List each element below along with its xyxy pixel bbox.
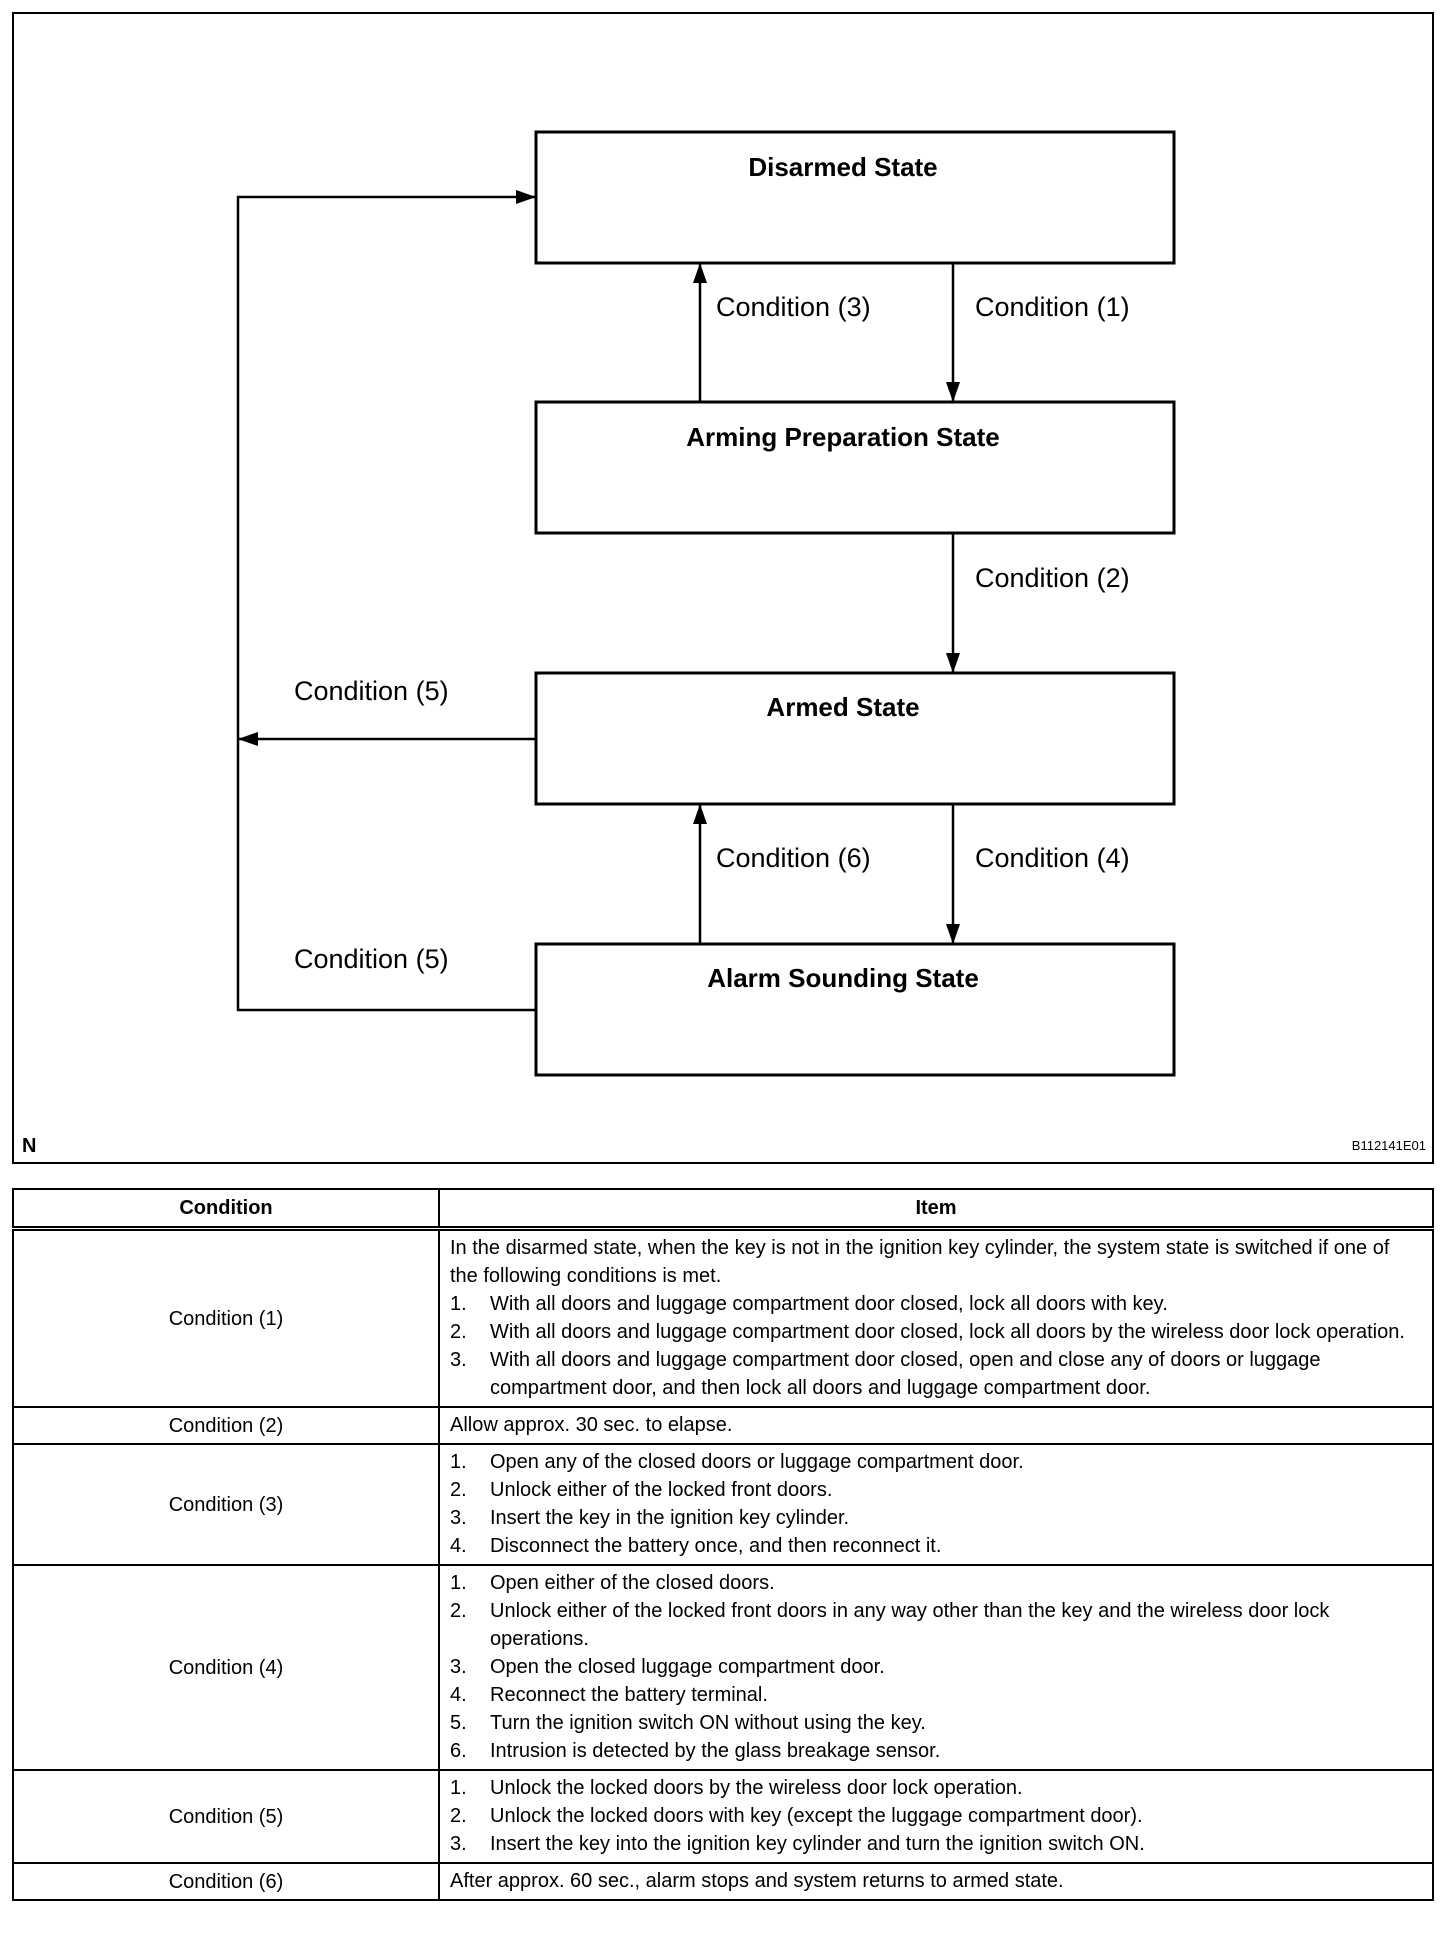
label-condition-5-alarm: Condition (5): [294, 944, 449, 974]
figure-id: B112141E01: [1351, 1138, 1426, 1153]
list-item-number: 3.: [450, 1656, 467, 1678]
list-item-text: Open either of the closed doors.: [490, 1572, 775, 1594]
list-item-text: With all doors and luggage compartment d…: [490, 1321, 1405, 1343]
condition-cell: Condition (1): [12, 1227, 440, 1408]
list-item-text: With all doors and luggage compartment d…: [490, 1293, 1168, 1315]
list-item-text: Unlock the locked doors with key (except…: [490, 1805, 1143, 1827]
alarm-sounding-state-title: Alarm Sounding State: [707, 963, 979, 993]
list-item: 2. Unlock either of the locked front door…: [450, 1476, 1422, 1504]
conditions-table-body: Condition (1)In the disarmed state, when…: [12, 1227, 1434, 1901]
item-intro-text: In the disarmed state, when the key is n…: [450, 1237, 1390, 1287]
list-item: 1. Open any of the closed doors or luggag…: [450, 1448, 1422, 1476]
list-item-number: 3.: [450, 1833, 467, 1855]
item-intro-text: After approx. 60 sec., alarm stops and s…: [450, 1870, 1064, 1892]
list-item-number: 1.: [450, 1572, 467, 1594]
armed-state-title: Armed State: [766, 692, 919, 722]
list-item-number: 5.: [450, 1712, 467, 1734]
list-item-text: Intrusion is detected by the glass break…: [490, 1740, 941, 1762]
list-item-text: Disconnect the battery once, and then re…: [490, 1535, 942, 1557]
list-item: 5. Turn the ignition switch ON without us…: [450, 1709, 1422, 1737]
list-item: 3. Open the closed luggage compartment do…: [450, 1653, 1422, 1681]
table-row: Condition (3) 1. Open any of the closed do…: [12, 1443, 1434, 1566]
label-condition-4: Condition (4): [975, 843, 1130, 873]
header-item: Item: [438, 1188, 1434, 1231]
item-cell: 1. Unlock the locked doors by the wireles…: [438, 1769, 1434, 1864]
condition-cell: Condition (4): [12, 1564, 440, 1771]
list-item-text: Open any of the closed doors or luggage …: [490, 1451, 1024, 1473]
item-list: 1. Open any of the closed doors or luggag…: [450, 1448, 1422, 1560]
list-item-text: Turn the ignition switch ON without usin…: [490, 1712, 926, 1734]
table-header-row: Condition Item: [12, 1188, 1434, 1231]
list-item: 1. With all doors and luggage compartment…: [450, 1290, 1422, 1318]
list-item-text: With all doors and luggage compartment d…: [490, 1349, 1321, 1399]
item-cell: In the disarmed state, when the key is n…: [438, 1227, 1434, 1408]
header-condition: Condition: [12, 1188, 440, 1231]
list-item-number: 3.: [450, 1349, 467, 1371]
label-condition-3: Condition (3): [716, 292, 871, 322]
arrow-condition-5-return-path: [236, 190, 536, 1012]
table-row: Condition (2) Allow approx. 30 sec. to el…: [12, 1406, 1434, 1445]
list-item: 3. Insert the key in the ignition key cyl…: [450, 1504, 1422, 1532]
list-item-number: 1.: [450, 1451, 467, 1473]
disarmed-state-title: Disarmed State: [748, 152, 937, 182]
list-item-number: 2.: [450, 1805, 467, 1827]
list-item-text: Unlock the locked doors by the wireless …: [490, 1777, 1023, 1799]
item-list: 1. With all doors and luggage compartment…: [450, 1290, 1422, 1402]
item-cell: Allow approx. 30 sec. to elapse.: [438, 1406, 1434, 1445]
table-row: Condition (6) After approx. 60 sec., alar…: [12, 1862, 1434, 1901]
list-item-text: Insert the key in the ignition key cylin…: [490, 1507, 850, 1529]
conditions-table: Condition Item Condition (1)In the disar…: [12, 1188, 1434, 1901]
armed-state-box: [534, 671, 1176, 806]
label-condition-5-armed: Condition (5): [294, 676, 449, 706]
item-list: 1. Unlock the locked doors by the wireles…: [450, 1774, 1422, 1858]
arming-preparation-state-title: Arming Preparation State: [686, 422, 1000, 452]
disarmed-state-box: [534, 130, 1176, 265]
item-cell: 1. Open either of the closed doors. 2. Unlo…: [438, 1564, 1434, 1771]
table-row: Condition (5) 1. Unlock the locked doors b…: [12, 1769, 1434, 1864]
table-row: Condition (1)In the disarmed state, when…: [12, 1227, 1434, 1408]
label-condition-6: Condition (6): [716, 843, 871, 873]
condition-cell: Condition (5): [12, 1769, 440, 1864]
list-item-number: 2.: [450, 1479, 467, 1501]
label-condition-2: Condition (2): [975, 563, 1130, 593]
list-item: 2. Unlock the locked doors with key (exce…: [450, 1802, 1422, 1830]
list-item: 1. Unlock the locked doors by the wireles…: [450, 1774, 1422, 1802]
corner-letter: N: [22, 1135, 37, 1157]
list-item-text: Insert the key into the ignition key cyl…: [490, 1833, 1145, 1855]
list-item-number: 3.: [450, 1507, 467, 1529]
label-condition-1: Condition (1): [975, 292, 1130, 322]
condition-cell: Condition (3): [12, 1443, 440, 1566]
state-diagram-frame: [12, 12, 1434, 1164]
list-item: 6. Intrusion is detected by the glass bre…: [450, 1737, 1422, 1765]
list-item: 4. Reconnect the battery terminal.: [450, 1681, 1422, 1709]
item-intro-text: Allow approx. 30 sec. to elapse.: [450, 1414, 733, 1436]
item-list: 1. Open either of the closed doors. 2. Unlo…: [450, 1569, 1422, 1765]
list-item-number: 1.: [450, 1777, 467, 1799]
list-item: 3. With all doors and luggage compartment…: [450, 1346, 1422, 1402]
list-item: 3. Insert the key into the ignition key c…: [450, 1830, 1422, 1858]
arming-preparation-state-box: [534, 400, 1176, 535]
list-item-text: Open the closed luggage compartment door…: [490, 1656, 885, 1678]
list-item-number: 2.: [450, 1600, 467, 1622]
list-item: 1. Open either of the closed doors.: [450, 1569, 1422, 1597]
state-transition-diagram: Disarmed State Arming Preparation State …: [236, 130, 1176, 1077]
list-item: 2. With all doors and luggage compartment…: [450, 1318, 1422, 1346]
list-item-text: Unlock either of the locked front doors …: [490, 1600, 1330, 1650]
condition-cell: Condition (6): [12, 1862, 440, 1901]
list-item-number: 4.: [450, 1684, 467, 1706]
list-item-text: Reconnect the battery terminal.: [490, 1684, 768, 1706]
list-item: 4. Disconnect the battery once, and then …: [450, 1532, 1422, 1560]
list-item-number: 6.: [450, 1740, 467, 1762]
list-item-number: 1.: [450, 1293, 467, 1315]
item-cell: 1. Open any of the closed doors or luggag…: [438, 1443, 1434, 1566]
list-item-number: 4.: [450, 1535, 467, 1557]
list-item-number: 2.: [450, 1321, 467, 1343]
table-row: Condition (4) 1. Open either of the closed…: [12, 1564, 1434, 1771]
list-item-text: Unlock either of the locked front doors.: [490, 1479, 833, 1501]
list-item: 2. Unlock either of the locked front door…: [450, 1597, 1422, 1653]
item-cell: After approx. 60 sec., alarm stops and s…: [438, 1862, 1434, 1901]
condition-cell: Condition (2): [12, 1406, 440, 1445]
